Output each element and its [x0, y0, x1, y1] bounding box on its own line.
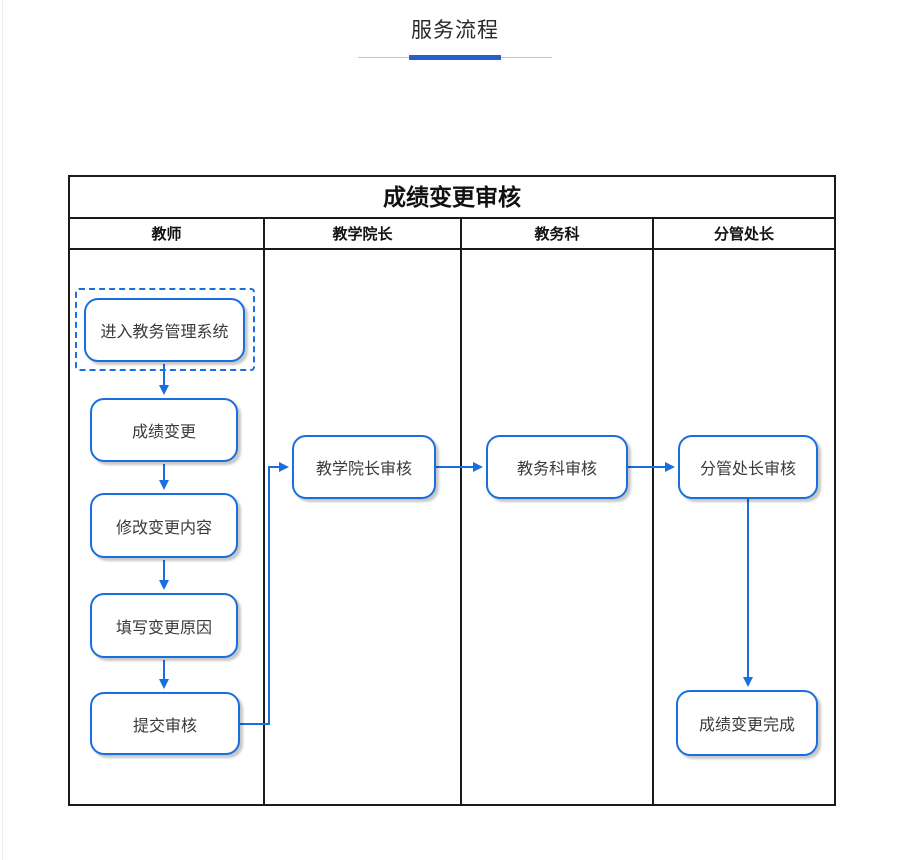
- swimlane-body: [70, 250, 834, 804]
- lane-header-director: 分管处长: [713, 226, 774, 243]
- lane-column-section: [462, 250, 654, 804]
- lane-header-dean: 教学院长: [265, 219, 462, 248]
- swimlane-header-row: 教师 教学院长 教务科 分管处长: [70, 219, 834, 250]
- page-header: 服务流程: [0, 14, 902, 44]
- lane-column-dean: [265, 250, 462, 804]
- lane-header-teacher: 教师: [70, 219, 265, 248]
- lane-column-teacher: [70, 250, 265, 804]
- lane-column-director: [654, 250, 834, 804]
- title-underline: [358, 55, 552, 60]
- flowchart-grade-change-review: 成绩变更审核 教师 教学院长 教务科 分管处长: [68, 175, 836, 806]
- flowchart-title: 成绩变更审核: [70, 177, 834, 219]
- page-left-edge-line: [2, 0, 3, 860]
- page-title: 服务流程: [411, 19, 499, 42]
- lane-header-section: 教务科: [462, 219, 654, 248]
- title-underline-accent-bar: [409, 55, 501, 60]
